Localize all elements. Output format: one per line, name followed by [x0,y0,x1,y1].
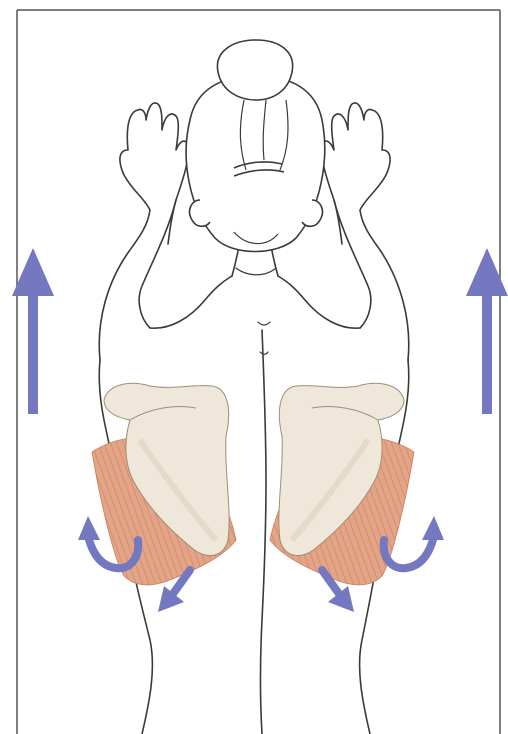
arrow-up-icon [12,248,54,414]
arrow-up-icon [466,248,508,414]
head [186,40,325,252]
